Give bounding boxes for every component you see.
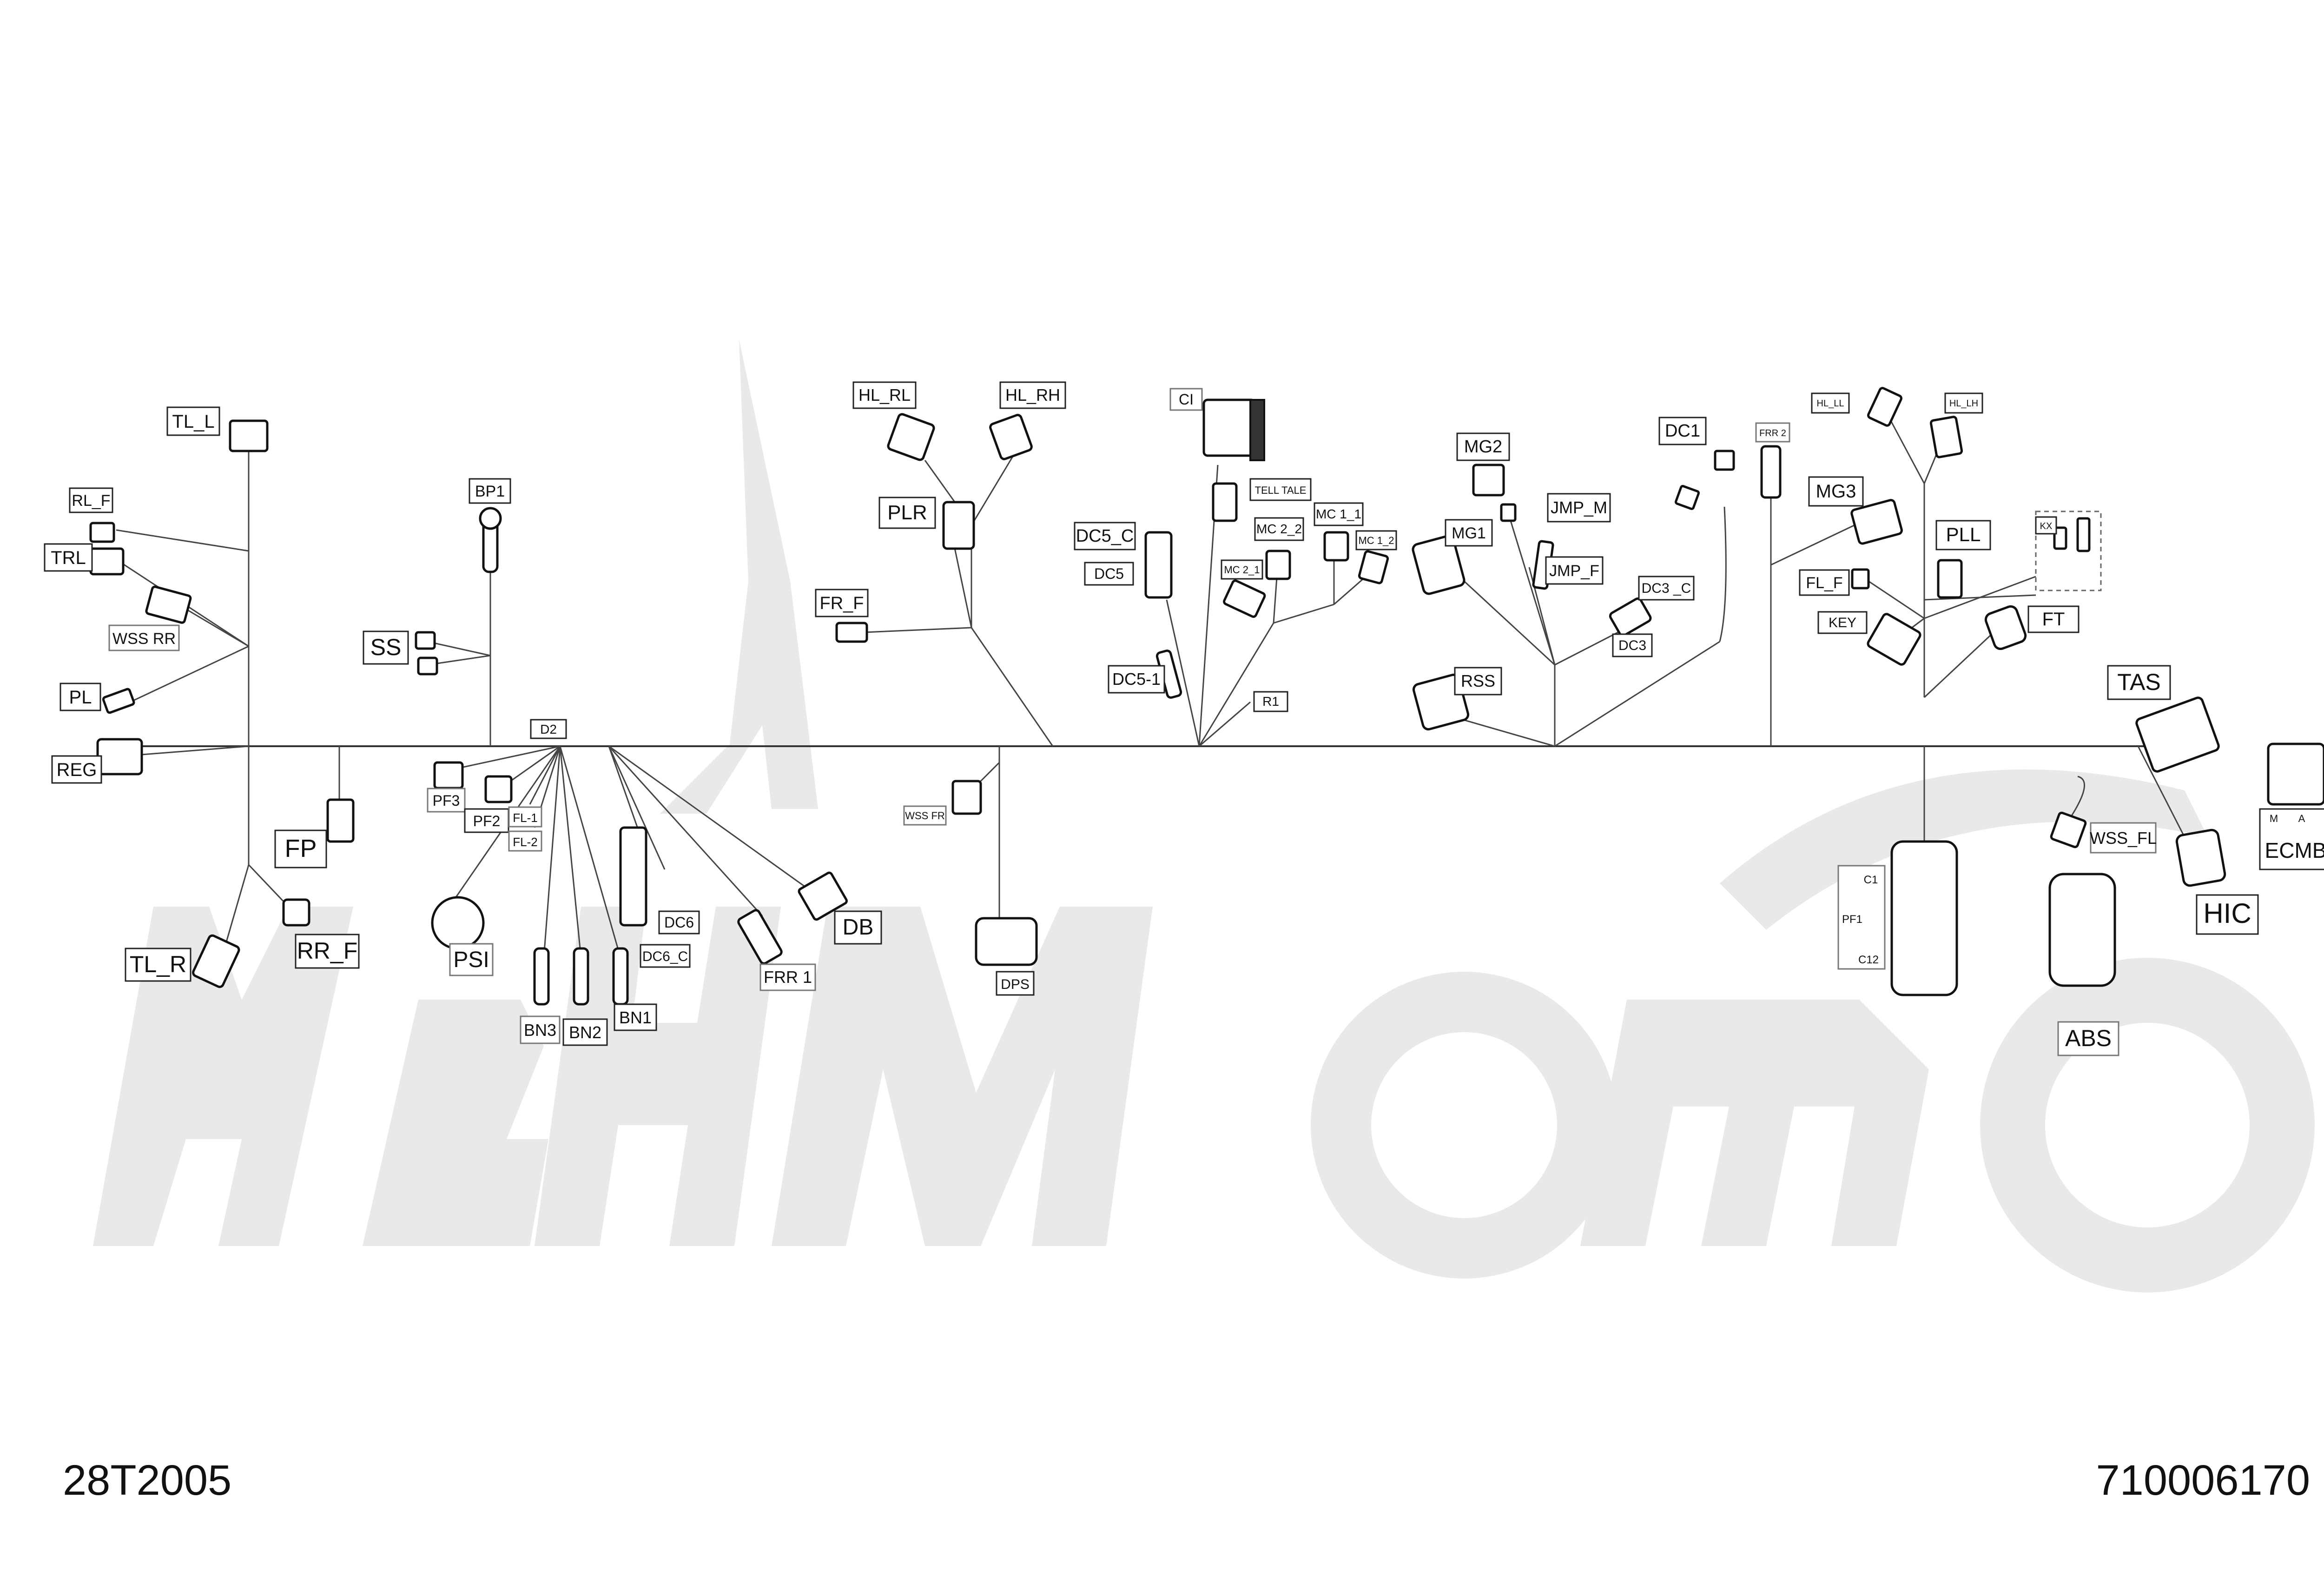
label-pf2: PF2 <box>473 813 501 829</box>
label-c1: C1 <box>1864 874 1878 886</box>
label-dc3-c: DC3 _C <box>1642 581 1691 596</box>
label-fl-f: FL_F <box>1806 574 1842 592</box>
label-rss: RSS <box>1461 671 1495 690</box>
label-hl-rl: HL_RL <box>858 385 911 404</box>
label-jmp-f: JMP_F <box>1549 562 1599 580</box>
label-trl: TRL <box>51 548 86 568</box>
label-frr1: FRR 1 <box>764 968 812 987</box>
connector-shapes <box>89 387 2324 1006</box>
label-wss-fl: WSS_FL <box>2090 829 2157 848</box>
label-rl-f: RL_F <box>72 492 110 510</box>
label-dc6-c: DC6_C <box>642 949 688 964</box>
label-plr: PLR <box>887 501 927 524</box>
label-r1: R1 <box>1262 694 1279 709</box>
label-frr2: FRR 2 <box>1759 428 1786 438</box>
label-dps: DPS <box>1001 977 1030 992</box>
label-ft: FT <box>2042 609 2065 630</box>
label-pf1: PF1 <box>1842 913 1862 926</box>
label-reg: REG <box>57 760 97 780</box>
label-tl-l: TL_L <box>172 411 214 432</box>
label-tas: TAS <box>2117 669 2161 695</box>
label-mg2: MG2 <box>1464 437 1502 457</box>
label-dc3: DC3 <box>1618 638 1646 653</box>
label-c12: C12 <box>1858 954 1879 966</box>
label-ecmb: ECMB <box>2265 838 2324 862</box>
label-mg1: MG1 <box>1452 524 1486 542</box>
label-mc1-2: MC 1_2 <box>1358 535 1394 546</box>
connector-labels: TL_L RL_F TRL WSS RR PL REG FP TL_R RR_F… <box>44 381 2324 1056</box>
label-d2: D2 <box>540 722 557 736</box>
label-wss-rr: WSS RR <box>112 630 176 648</box>
label-bn2: BN2 <box>569 1023 601 1042</box>
label-jmp-m: JMP_M <box>1551 498 1607 517</box>
label-dc6: DC6 <box>664 914 694 931</box>
watermark-logo <box>93 339 2315 1293</box>
drawing-number: 28T2005 <box>63 1457 231 1504</box>
right-branch-wires <box>1770 413 2190 847</box>
label-mc1-1: MC 1_1 <box>1316 507 1361 521</box>
label-hl-lh: HL_LH <box>1949 398 1978 409</box>
label-dc5-1: DC5-1 <box>1112 670 1161 689</box>
label-key: KEY <box>1829 615 1856 630</box>
label-mc2-1: MC 2_1 <box>1224 564 1260 576</box>
label-ecmb-a: A <box>2298 813 2305 824</box>
label-tl-r: TL_R <box>130 951 186 977</box>
label-ss: SS <box>370 634 402 660</box>
label-psi: PSI <box>453 948 489 972</box>
label-pll: PLL <box>1946 524 1981 545</box>
label-hl-rh: HL_RH <box>1005 385 1060 404</box>
label-pf3: PF3 <box>433 792 460 809</box>
label-kx: KX <box>2040 521 2053 531</box>
label-hl-ll: HL_LL <box>1817 398 1844 409</box>
label-pl: PL <box>69 687 92 708</box>
label-abs: ABS <box>2065 1025 2112 1051</box>
label-bn1: BN1 <box>619 1008 652 1027</box>
label-dc5-c: DC5_C <box>1076 526 1134 546</box>
label-dc5: DC5 <box>1094 565 1124 582</box>
label-mc2-2: MC 2_2 <box>1256 522 1302 536</box>
label-ci: CI <box>1179 391 1194 408</box>
label-dc1: DC1 <box>1665 421 1700 441</box>
label-rr-f: RR_F <box>297 938 358 964</box>
label-fp: FP <box>284 835 317 862</box>
label-bp1: BP1 <box>475 483 505 500</box>
label-tell-tale: TELL TALE <box>1255 484 1307 496</box>
part-number: 710006170 <box>2096 1457 2311 1504</box>
label-ecmb-m: M <box>2270 813 2278 824</box>
label-wss-fr: WSS FR <box>905 810 945 822</box>
label-db: DB <box>843 915 874 940</box>
left-branch-wires <box>116 451 1000 958</box>
label-bn3: BN3 <box>524 1021 556 1040</box>
label-fl1: FL-1 <box>513 811 537 825</box>
label-fr-f: FR_F <box>820 594 864 613</box>
label-mg3: MG3 <box>1816 481 1856 502</box>
label-fl2: FL-2 <box>513 835 537 849</box>
label-hic: HIC <box>2203 898 2251 929</box>
